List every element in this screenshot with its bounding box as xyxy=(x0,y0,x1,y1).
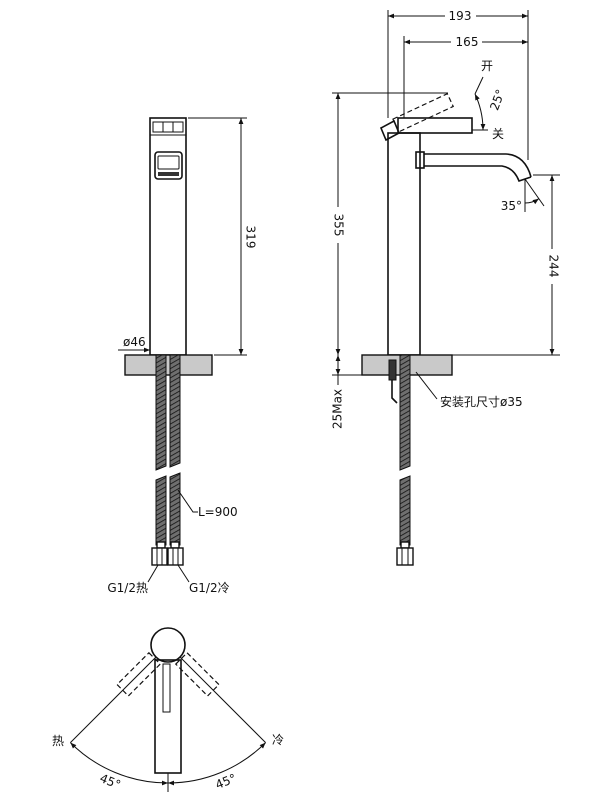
handle-angle-label: 25° xyxy=(487,87,507,112)
hot-angle-arc xyxy=(70,742,169,786)
cold-hose-front xyxy=(169,354,181,546)
handle-open-position xyxy=(392,92,455,133)
dimension-355-label: 355 xyxy=(332,214,346,237)
cold-side-label: 冷 xyxy=(272,733,284,747)
close-label: 关 xyxy=(492,127,504,141)
spout-angle-35: 35° xyxy=(501,178,545,213)
spout-angle-label: 35° xyxy=(501,199,522,213)
handle-lever-top xyxy=(154,659,182,774)
cold-angle-arc xyxy=(167,742,266,786)
top-view: 热 冷 45° 45° xyxy=(52,627,284,792)
mounting-base-front xyxy=(124,354,213,376)
dimension-25max-label: 25Max xyxy=(331,389,345,429)
mounting-clip xyxy=(388,359,398,404)
mounting-hole-callout: 安装孔尺寸ø35 xyxy=(415,371,523,409)
hot-side-label: 热 xyxy=(52,734,64,748)
hot-hose-front xyxy=(155,354,167,546)
front-view: 319 ø46 L= xyxy=(107,117,258,595)
open-label: 开 xyxy=(481,59,493,73)
dimension-355: 355 xyxy=(332,92,448,355)
dimension-193: 193 xyxy=(387,9,529,160)
handle-knob-top xyxy=(150,627,186,663)
side-view: 193 165 开 25° 关 355 xyxy=(331,9,561,566)
hot-inlet-connector xyxy=(151,541,168,566)
cold-inlet-callout: G1/2冷 xyxy=(177,564,230,595)
spout-outlet-front xyxy=(154,151,183,180)
dimension-193-label: 193 xyxy=(449,9,472,23)
dimension-244: 244 xyxy=(452,174,561,356)
handle-pivot xyxy=(379,119,401,142)
top-view-radial-hot xyxy=(70,656,157,743)
hot-inlet-label: G1/2热 xyxy=(107,581,148,595)
cold-inlet-label: G1/2冷 xyxy=(189,581,230,595)
dimension-165-label: 165 xyxy=(456,35,479,49)
hose-length-callout: L=900 xyxy=(177,489,238,519)
cold-inlet-connector xyxy=(167,541,184,566)
dimension-244-label: 244 xyxy=(547,255,561,278)
inlet-connector-side xyxy=(396,541,414,566)
handle-closed-position xyxy=(397,117,473,134)
dimension-319-label: 319 xyxy=(244,226,258,249)
mounting-hole-label: 安装孔尺寸ø35 xyxy=(440,394,523,409)
hose-length-label: L=900 xyxy=(198,505,238,519)
hot-inlet-callout: G1/2热 xyxy=(107,564,159,595)
handle-angle-25: 开 25° 关 xyxy=(472,59,508,141)
diameter-46-label: ø46 xyxy=(123,335,146,349)
dimension-165: 165 xyxy=(403,35,528,118)
top-view-radial-cold xyxy=(179,656,266,743)
dimension-25max: 25Max xyxy=(331,355,362,429)
handle-cap-front xyxy=(150,121,186,136)
spout xyxy=(424,153,532,183)
dimension-diameter-46: ø46 xyxy=(118,335,150,353)
handle-lever-slot xyxy=(162,663,171,713)
spout-flange xyxy=(415,151,425,169)
dimension-319: 319 xyxy=(188,117,258,356)
hose-side xyxy=(399,354,411,546)
